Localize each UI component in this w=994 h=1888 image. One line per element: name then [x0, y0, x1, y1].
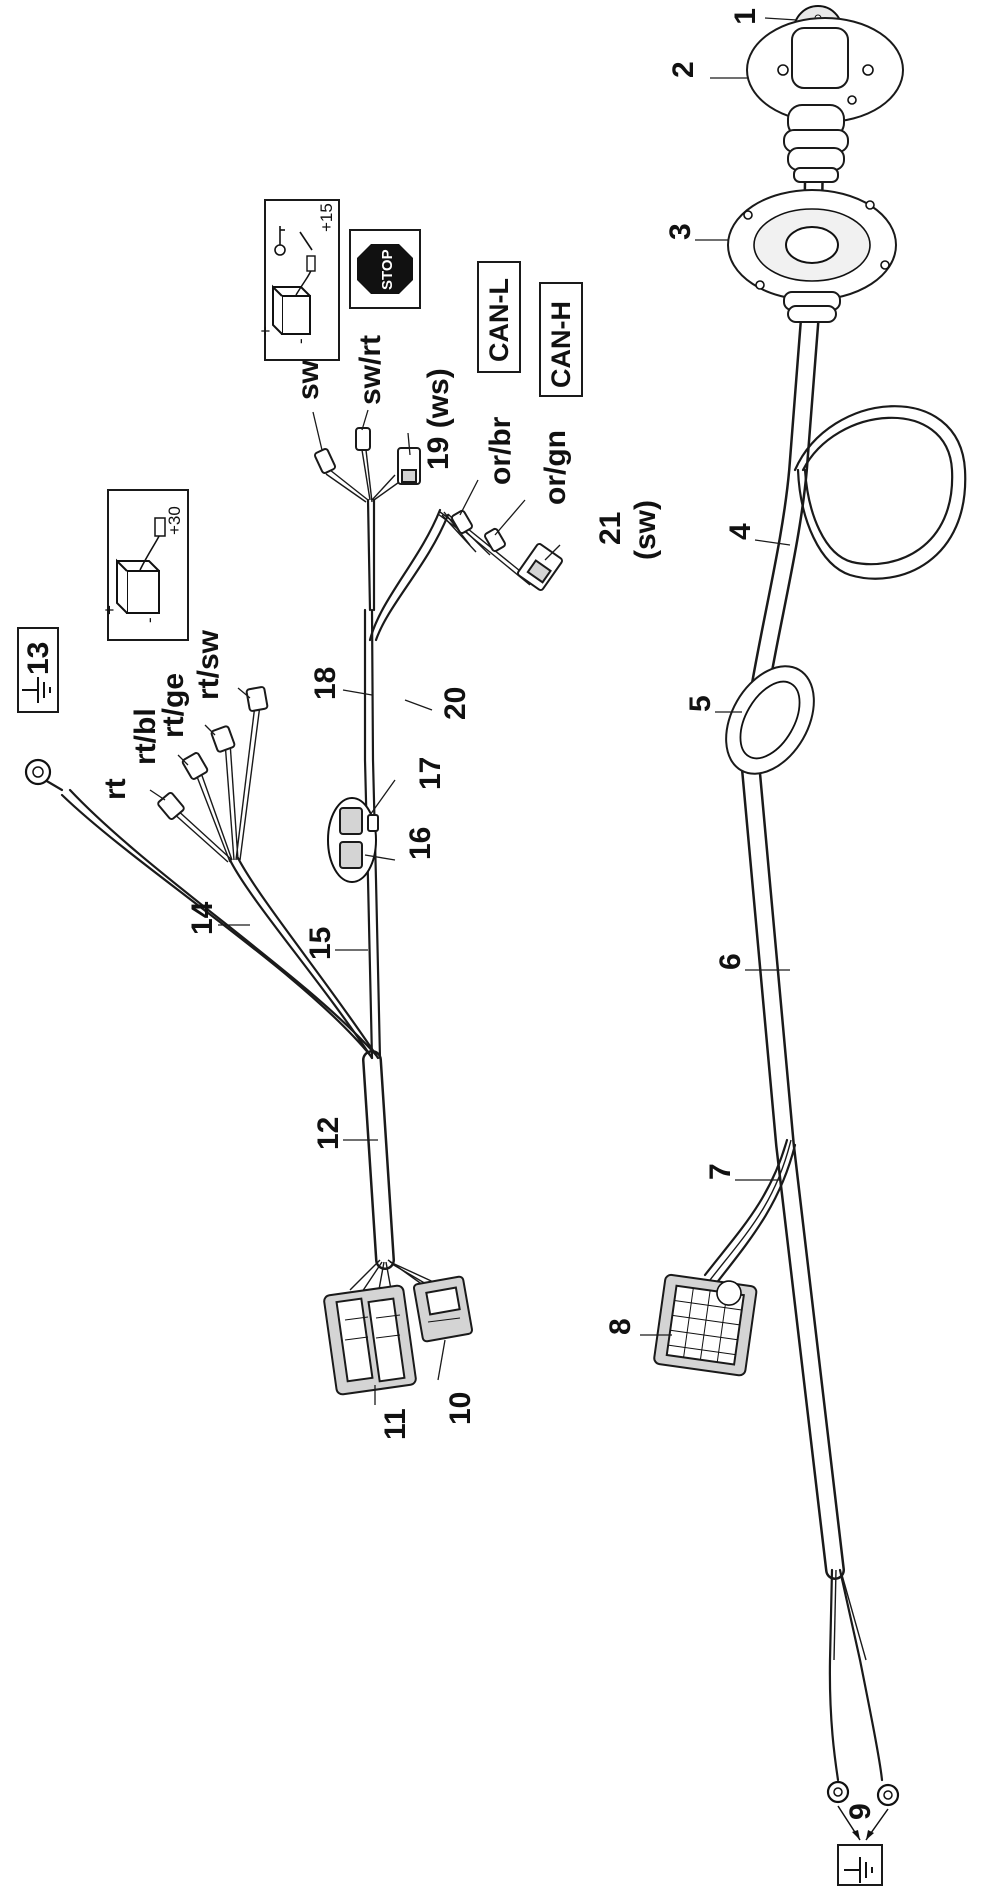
ignition-box-plus15: + - +15 [256, 199, 340, 361]
terminal-or-gn [484, 527, 506, 553]
svg-text:-: - [140, 617, 159, 623]
part-label-13: 13 [22, 642, 55, 675]
battery-icon: + - [256, 284, 311, 344]
part-label-15: 15 [304, 927, 337, 960]
connector-21 [516, 543, 564, 591]
mounting-plate [746, 17, 904, 123]
battery-icon: + - [100, 558, 160, 623]
ring-grommet [725, 665, 815, 775]
flange-plate [727, 189, 897, 323]
svg-text:+: + [100, 605, 119, 615]
ground-box-13: 13 [17, 627, 59, 713]
wire-label-sw-rt: sw/rt [354, 335, 387, 405]
main-cable-assembly [703, 95, 967, 1782]
connector-10 [412, 1275, 474, 1343]
plus30-label: +30 [165, 506, 184, 535]
part-label-5: 5 [684, 695, 717, 712]
part-label-9: 9 [844, 1803, 877, 1820]
part-label-19: 19 (ws) [422, 368, 455, 470]
part-label-6: 6 [714, 953, 747, 970]
terminal-sw-rt [355, 427, 371, 451]
can-l-box: CAN-L [477, 261, 521, 373]
connector-19 [397, 447, 421, 485]
terminal-or-br [451, 509, 473, 535]
svg-text:+: + [256, 326, 275, 336]
wire-label-rt-ge: rt/ge [157, 673, 190, 738]
can-l-label: CAN-L [484, 278, 514, 362]
part-label-21-sub: (sw) [629, 500, 662, 560]
terminal-rt-bl [181, 752, 209, 780]
can-h-box: CAN-H [539, 282, 583, 397]
battery-harness [24, 427, 564, 1396]
wire-label-rt-sw: rt/sw [192, 629, 225, 700]
stop-label: STOP [379, 249, 396, 290]
part-label-21: 21 [594, 512, 627, 545]
can-h-label: CAN-H [546, 301, 576, 388]
part-label-16: 16 [404, 827, 437, 860]
part-label-4: 4 [724, 523, 757, 540]
terminal-rt-sw [245, 686, 269, 712]
stop-sign-icon [357, 244, 413, 294]
part-label-10: 10 [444, 1392, 477, 1425]
plus15-label: +15 [317, 203, 336, 232]
wire-label-rt-bl: rt/bl [129, 708, 162, 765]
part-label-8: 8 [604, 1318, 637, 1335]
terminal-sw [313, 448, 337, 474]
grommet [783, 104, 849, 183]
ground-box-9 [837, 1844, 883, 1886]
wire-label-or-gn: or/gn [539, 430, 572, 505]
svg-text:-: - [291, 338, 310, 344]
fuse-holder [327, 797, 379, 883]
part-label-14: 14 [186, 901, 219, 935]
part-label-12: 12 [312, 1117, 345, 1150]
part-label-18: 18 [309, 667, 342, 700]
part-label-3: 3 [664, 223, 697, 240]
part-label-1: 1 [729, 8, 762, 25]
wire-label-rt: rt [99, 778, 132, 800]
part-label-2: 2 [667, 61, 700, 78]
part-label-17: 17 [414, 757, 447, 790]
ring-terminals [826, 1780, 900, 1841]
ignition-key-icon [274, 226, 286, 256]
stop-box: STOP [349, 229, 421, 309]
connector-11 [323, 1284, 417, 1396]
terminal-rt-ge [210, 725, 236, 753]
part-label-7: 7 [704, 1163, 737, 1180]
multipin-connector [653, 1273, 758, 1377]
battery-box-plus30: + - +30 [100, 489, 189, 641]
wire-label-or-br: or/br [484, 416, 517, 485]
wire-label-sw: sw [292, 359, 325, 400]
part-label-11: 11 [379, 1408, 412, 1440]
part-label-20: 20 [439, 687, 472, 720]
terminal-rt [157, 792, 185, 820]
